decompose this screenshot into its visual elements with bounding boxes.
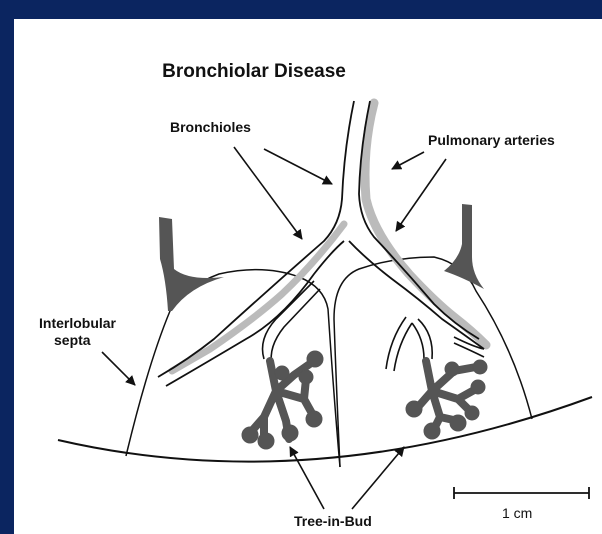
arrow-tree-in-bud-left (290, 447, 324, 509)
interlobular-septum-right (444, 204, 484, 289)
label-tree-in-bud: Tree-in-Bud (294, 513, 372, 530)
figure-panel: Bronchiolar Disease Bronchioles Pulmonar… (14, 19, 602, 534)
arrow-bronchioles-lower (234, 147, 302, 239)
interlobular-septum-left (159, 217, 224, 311)
arrow-pulmonary-lower (396, 159, 446, 231)
arrow-septa (102, 352, 135, 385)
tree-in-bud-right (406, 360, 487, 439)
scale-bar (454, 487, 589, 499)
tree-in-bud-left (242, 351, 323, 449)
bronchiolar-diagram (14, 19, 602, 534)
label-pulmonary-arteries: Pulmonary arteries (428, 132, 555, 149)
scale-bar-label: 1 cm (502, 505, 532, 521)
figure-title: Bronchiolar Disease (14, 61, 494, 83)
label-interlobular-septa-line2: septa (54, 332, 91, 349)
label-interlobular-septa-line1: Interlobular (39, 315, 116, 332)
arrow-bronchioles-upper (264, 149, 332, 184)
arrow-tree-in-bud-right (352, 447, 404, 509)
label-bronchioles: Bronchioles (170, 119, 251, 136)
arrow-pulmonary-upper (392, 152, 424, 169)
